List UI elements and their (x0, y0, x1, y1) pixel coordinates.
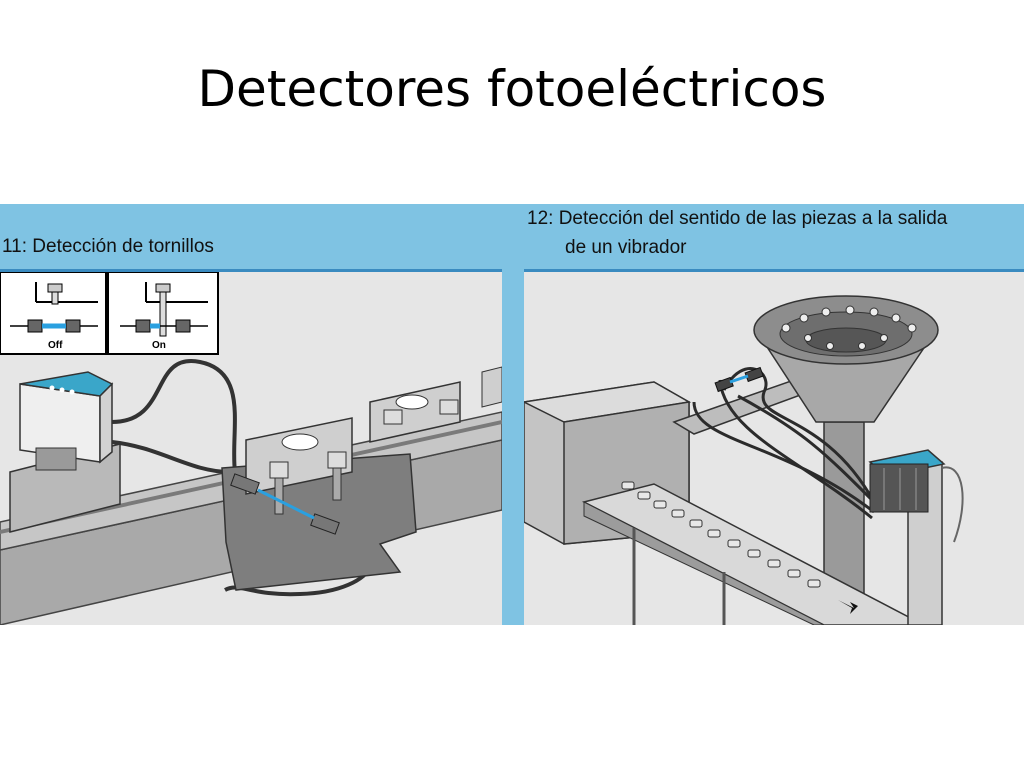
panel-header: 11: Detección de tornillos (0, 204, 502, 272)
parts-on-conveyor (621, 481, 821, 588)
figure-container: 11: Detección de tornillos Off (0, 204, 1024, 625)
photoelectric-heads (230, 473, 340, 535)
amplifier-unit (9, 371, 121, 533)
inset-on-label: On (152, 340, 166, 351)
mounting-bracket-right (369, 366, 502, 443)
panel-screw-detection: 11: Detección de tornillos Off (0, 204, 502, 625)
amplifier-unit (868, 449, 964, 625)
panel-caption: 11: Detección de tornillos (2, 236, 214, 257)
flow-direction-arrow (838, 600, 858, 614)
photoelectric-heads (714, 366, 764, 393)
inset-on-diagram: On (107, 272, 219, 355)
header-divider (0, 269, 502, 272)
header-divider (524, 269, 1024, 272)
illustration-vibrator-feeder (524, 272, 1024, 625)
illustration-screw-detection: Off On (0, 272, 502, 625)
inset-off-label: Off (48, 340, 63, 351)
slide-title: Detectores fotoeléctricos (197, 60, 827, 118)
sensor-cables (692, 367, 878, 520)
caption-line-1: 12: Detección del sentido de las piezas … (527, 208, 948, 229)
vibratory-bowl (753, 295, 939, 625)
panel-vibrator-orientation: 12: Detección del sentido de las piezas … (524, 204, 1024, 625)
caption-line-2: de un vibrador (565, 237, 687, 258)
inset-off-diagram: Off (0, 272, 107, 355)
mounting-bracket-left (245, 417, 353, 515)
panel-header: 12: Detección del sentido de las piezas … (524, 204, 1024, 272)
panel-caption: 12: Detección del sentido de las piezas … (527, 204, 947, 262)
